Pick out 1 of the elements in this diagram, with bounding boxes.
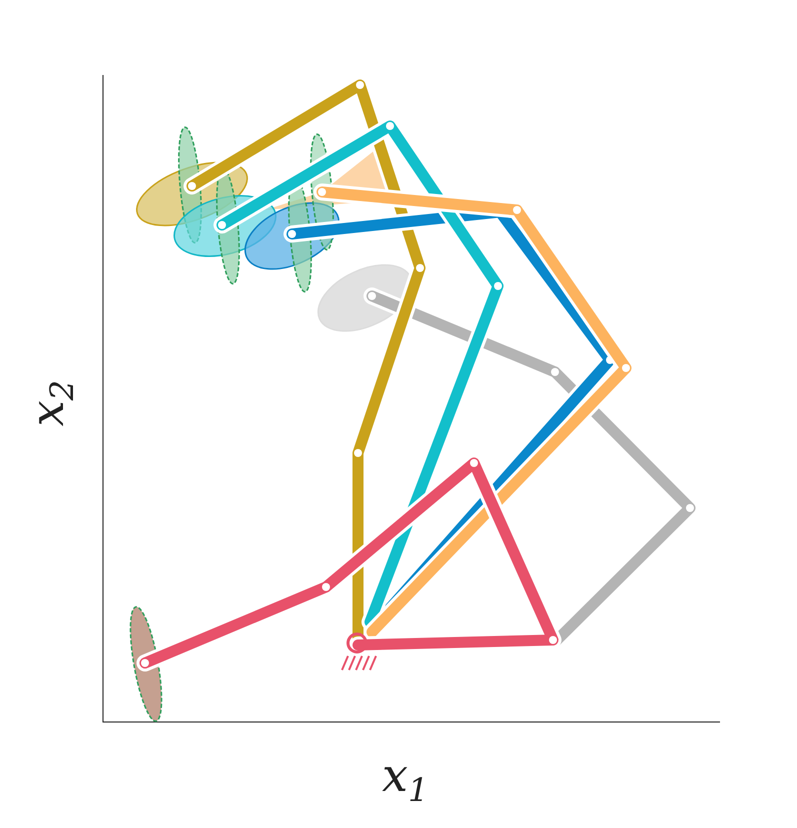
axis-label: x$_{1}$ <box>382 752 428 806</box>
